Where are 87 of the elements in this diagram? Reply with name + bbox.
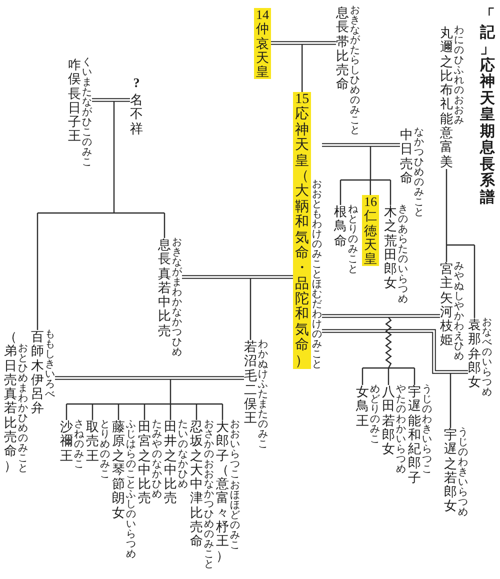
descent-line — [144, 404, 146, 420]
person-name: 丸邇之比布礼能意富美 — [440, 26, 453, 169]
person-name: 忍坂之大中津比売命 — [190, 420, 203, 549]
name-reading: みやぬしやかわえひめ — [454, 262, 464, 362]
descent-line — [362, 368, 364, 385]
name-reading: おほほどのみこ — [230, 481, 240, 551]
highlighted-name: 16仁徳天皇 — [362, 195, 379, 266]
person-name: 大郎子（意富々杼王） — [216, 420, 229, 563]
descent-line — [340, 146, 392, 181]
person-name: 宮主矢河枝姫 — [440, 262, 453, 348]
name-reading: わかぬけふたまたのみこ — [258, 340, 268, 450]
descent-line — [36, 213, 38, 330]
name-reading: おなべのいらつめ — [482, 318, 492, 398]
name-reading: たいのなかひめ — [178, 420, 188, 490]
person-name: 木之荒田郎女 — [384, 205, 397, 291]
name-reading: おおともわけのみこと — [312, 180, 322, 280]
name-reading: とりめのみこ — [100, 420, 110, 480]
descent-line — [66, 378, 224, 405]
name-reading: きのあらたのいらつめ — [398, 205, 408, 305]
person-name: 田宮之中比売 — [138, 420, 151, 506]
marriage-line — [54, 376, 244, 380]
person-name: 女鳥王 — [356, 385, 369, 428]
name-reading: わにのひふれのおおみ — [454, 26, 464, 126]
name-reading: さねのみこ — [74, 420, 84, 470]
descent-line — [446, 168, 476, 246]
person-name: 宇遅之若郎女 — [444, 428, 457, 514]
descent-line — [196, 404, 198, 420]
descent-line — [170, 404, 172, 420]
name-reading: うじのわきいらつこ — [422, 385, 432, 475]
name-reading: やたのわかいらつめ — [396, 385, 406, 475]
person-name: 沙禰王 — [60, 420, 73, 463]
marriage-line — [182, 275, 294, 279]
descent-line — [414, 368, 416, 385]
person-name: 根鳥命 — [334, 205, 347, 248]
person-name: 田井之中比売 — [164, 420, 177, 506]
name-reading: おきながまわかなかつひめ — [172, 238, 182, 358]
descent-line — [164, 213, 166, 238]
name-reading: おおいらつこ — [230, 420, 240, 480]
name-reading: めどりのみこ — [370, 385, 380, 445]
person-name: 百師木伊呂弁 — [31, 330, 44, 416]
marriage-line — [322, 143, 400, 147]
name-reading: うじのわきいらつめ — [458, 428, 468, 518]
person-name: 取売王 — [86, 420, 99, 463]
name-reading: ねとりのみこと — [348, 205, 358, 275]
descent-line — [222, 404, 224, 420]
name-reading: たみやのなかひめ — [152, 420, 162, 500]
marriage-line — [92, 98, 130, 102]
question-mark: ? — [132, 76, 141, 90]
descent-line — [302, 44, 303, 92]
name-reading: おさかのおおなかつひめのみこと — [204, 420, 214, 570]
highlighted-name: 14仲哀天皇 — [254, 8, 271, 80]
descent-line — [388, 368, 390, 385]
marriage-line — [322, 329, 468, 374]
name-reading: ほむだわけのみこと — [312, 280, 322, 370]
descent-line — [446, 245, 448, 262]
person-name: 宇遅能和紀郎子 — [408, 385, 421, 486]
descent-line — [390, 180, 392, 205]
person-name: 中日売命 — [400, 128, 413, 186]
person-name: 若沼毛二俣王 — [244, 340, 257, 426]
name-reading: なかつひめのみこと — [414, 128, 424, 218]
marriage-line — [322, 314, 440, 318]
descent-line — [340, 180, 342, 205]
name-reading: ももしきいろべ — [45, 330, 55, 400]
person-name: 藤原之琴節朗女 — [112, 420, 125, 520]
descent-line — [474, 245, 476, 318]
descent-line — [118, 404, 120, 420]
descent-line — [66, 404, 68, 420]
person-name: 袁那弁郎女 — [468, 318, 481, 390]
name-reading: くいまたながひこのみこ — [82, 58, 92, 168]
person-name: 息長真若中比売 — [158, 238, 171, 338]
name-reading: おとひめまわかひめのみこと — [18, 344, 28, 474]
descent-line — [250, 278, 252, 340]
descent-line — [370, 180, 371, 195]
marriage-line — [270, 41, 336, 45]
person-name: 八田若郎女 — [382, 385, 395, 456]
descent-line — [92, 404, 94, 420]
person-name: 息長帯比売命 — [336, 6, 349, 92]
descent-line — [36, 100, 166, 214]
title: 「記」応神天皇期息長系譜 — [480, 8, 495, 206]
highlighted-name: 15応神天皇（大鞆和気命・品陀和気命） — [293, 92, 312, 370]
person-name: 名不祥 — [130, 93, 143, 136]
person-name: 咋俣長日子王 — [68, 58, 81, 144]
descent-line — [362, 316, 416, 369]
descent-line — [450, 373, 452, 428]
alternate-name: （弟日売真若比売命） — [4, 330, 17, 473]
name-reading: おきながたらしひめのみこと — [350, 6, 360, 136]
name-reading: ふじはらのことふしのいらつめ — [126, 420, 136, 560]
